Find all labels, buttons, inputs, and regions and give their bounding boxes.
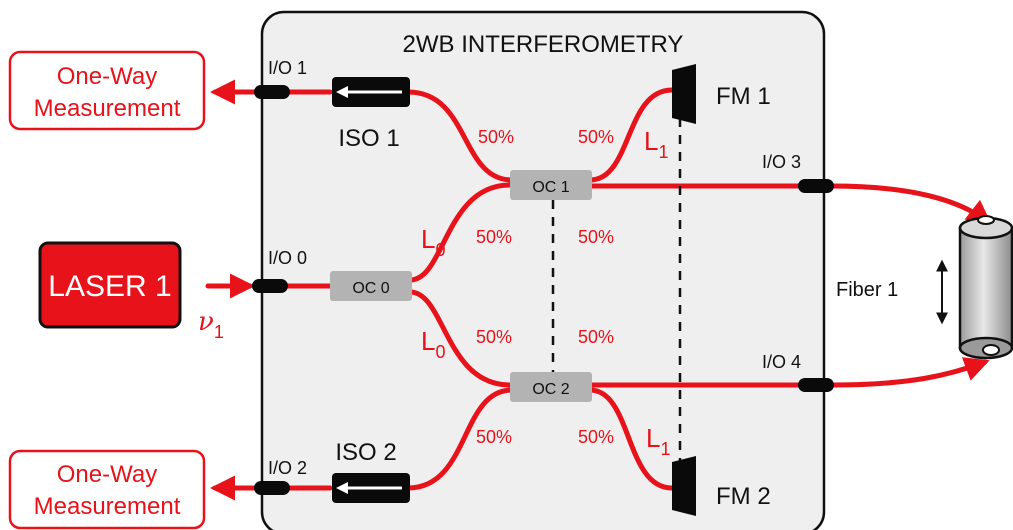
ratio-oc2-in-bottom: 50%: [476, 427, 512, 447]
laser-source: LASER 1: [38, 241, 182, 329]
one-way-output-bottom: One-Way Measurement: [8, 449, 206, 530]
ratio-oc2-out-top: 50%: [578, 327, 614, 347]
one-way-output-top: One-Way Measurement: [8, 50, 206, 131]
fiber-oc1-fm1: [587, 87, 675, 183]
coupler-oc2: OC 2: [510, 372, 592, 402]
io3-label: I/O 3: [762, 152, 801, 172]
io2-label: I/O 2: [268, 458, 307, 478]
fiber-oc2-iso2: [405, 387, 515, 491]
laser-label: LASER 1: [48, 270, 171, 303]
io3-connector: [798, 179, 834, 193]
output-top-line2: Measurement: [34, 95, 181, 122]
fiber-oc2-fm2: [587, 387, 675, 491]
length-l1-top: L1: [644, 126, 668, 162]
io0-label: I/O 0: [268, 248, 307, 268]
fm2-body: [672, 456, 696, 516]
spool-bottom-hub: [982, 344, 1000, 356]
ratio-oc2-out-bottom: 50%: [578, 427, 614, 447]
length-l0-bottom: L0: [421, 326, 445, 362]
ratio-oc2-in-top: 50%: [476, 327, 512, 347]
io4-connector: [798, 378, 834, 392]
coupler-oc1: OC 1: [510, 170, 592, 200]
fm1-body: [672, 64, 696, 124]
io0-connector: [252, 279, 288, 293]
faraday-mirror-2: FM 2: [672, 456, 771, 516]
fiber-io4-spool: [829, 357, 990, 388]
fiber-io3-spool: [829, 183, 992, 226]
iso1-label: ISO 1: [338, 125, 399, 152]
output-bottom-line1: One-Way: [57, 461, 157, 488]
fiber-oc0-oc2: [407, 289, 513, 388]
oc1-label: OC 1: [532, 179, 569, 196]
oc0-body: [330, 271, 412, 301]
ratio-oc1-in-bottom: 50%: [476, 227, 512, 247]
oc2-label: OC 2: [532, 381, 569, 398]
io4-label: I/O 4: [762, 352, 801, 372]
io1-connector: [254, 85, 290, 99]
length-l1-bottom: L1: [646, 423, 670, 459]
isolator-1: ISO 1: [332, 77, 410, 152]
interferometer-box: [260, 10, 826, 530]
spool-top-hub: [977, 215, 995, 225]
oc1-body: [510, 170, 592, 200]
ratio-oc1-in-top: 50%: [478, 127, 514, 147]
coupler-oc0: OC 0: [330, 271, 412, 301]
output-top-line1: One-Way: [57, 63, 157, 90]
fiber-spool-label: Fiber 1: [836, 279, 898, 301]
io2-connector: [254, 481, 290, 495]
spool-body: [958, 226, 1013, 350]
length-l0-top: L0: [421, 224, 445, 260]
laser-box: [38, 241, 182, 329]
io-connectors: [252, 85, 834, 495]
faraday-mirror-1: FM 1: [672, 64, 771, 124]
fiber-spool: [958, 215, 1013, 360]
fm2-label: FM 2: [716, 483, 771, 510]
fm1-label: FM 1: [716, 83, 771, 110]
diagram-title: 2WB INTERFEROMETRY: [403, 31, 684, 58]
output-bottom-line2: Measurement: [34, 493, 181, 520]
ratio-oc1-out-bottom: 50%: [578, 227, 614, 247]
output-box-top: [8, 50, 206, 131]
fiber-oc0-oc1: [407, 182, 513, 283]
laser-frequency: ν1: [198, 307, 224, 342]
isolator-2: ISO 2: [332, 439, 410, 503]
oc0-label: OC 0: [352, 280, 389, 297]
output-box-bottom: [8, 449, 206, 530]
fiber-oc1-iso1: [405, 89, 515, 183]
fiber-paths: [205, 79, 992, 501]
io1-label: I/O 1: [268, 58, 307, 78]
oc2-body: [510, 372, 592, 402]
iso2-label: ISO 2: [335, 439, 396, 466]
ratio-oc1-out-top: 50%: [578, 127, 614, 147]
